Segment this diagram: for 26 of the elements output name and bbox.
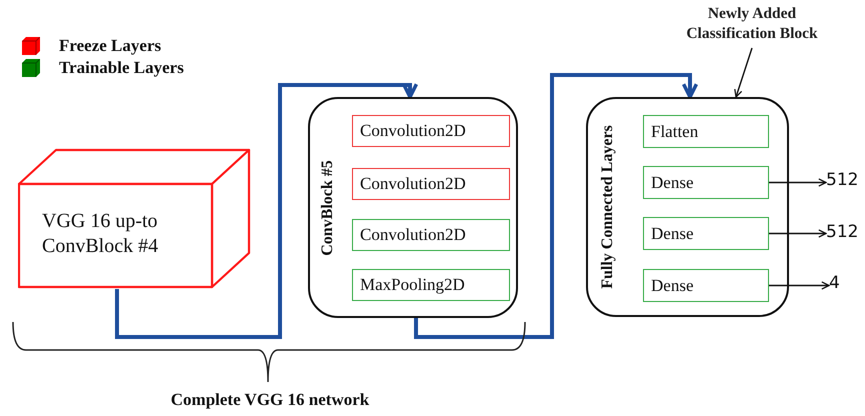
layer-box: Dense xyxy=(643,166,769,199)
block-label: VGG 16 up-to ConvBlock #4 xyxy=(42,209,160,259)
layer-box: Convolution2D xyxy=(352,115,510,147)
leader-line xyxy=(734,48,753,98)
output-size: 512 xyxy=(826,168,864,192)
layer-box: Convolution2D xyxy=(352,168,510,200)
arrow xyxy=(769,178,827,187)
block-container xyxy=(586,97,789,317)
layer-box: Dense xyxy=(643,269,769,302)
layer-box: Flatten xyxy=(643,115,769,148)
legend-label: Trainable Layers xyxy=(59,58,184,78)
arrow xyxy=(115,82,418,339)
layer-box: Convolution2D xyxy=(352,219,510,251)
block-title: ConvBlock #5 xyxy=(319,160,337,256)
output-size: 4 xyxy=(829,271,849,295)
output-size: 512 xyxy=(826,220,864,244)
block-container xyxy=(308,97,518,318)
arrow xyxy=(769,281,830,290)
block-title: Fully Connected Layers xyxy=(599,125,617,289)
layer-box: Dense xyxy=(643,217,769,250)
legend-label: Freeze Layers xyxy=(59,36,162,56)
caption-text: Complete VGG 16 network xyxy=(170,390,370,410)
annotation-text: Newly Added Classification Block xyxy=(664,4,840,48)
layer-box: MaxPooling2D xyxy=(352,269,510,301)
arrow xyxy=(414,73,698,339)
arrow xyxy=(769,229,827,238)
